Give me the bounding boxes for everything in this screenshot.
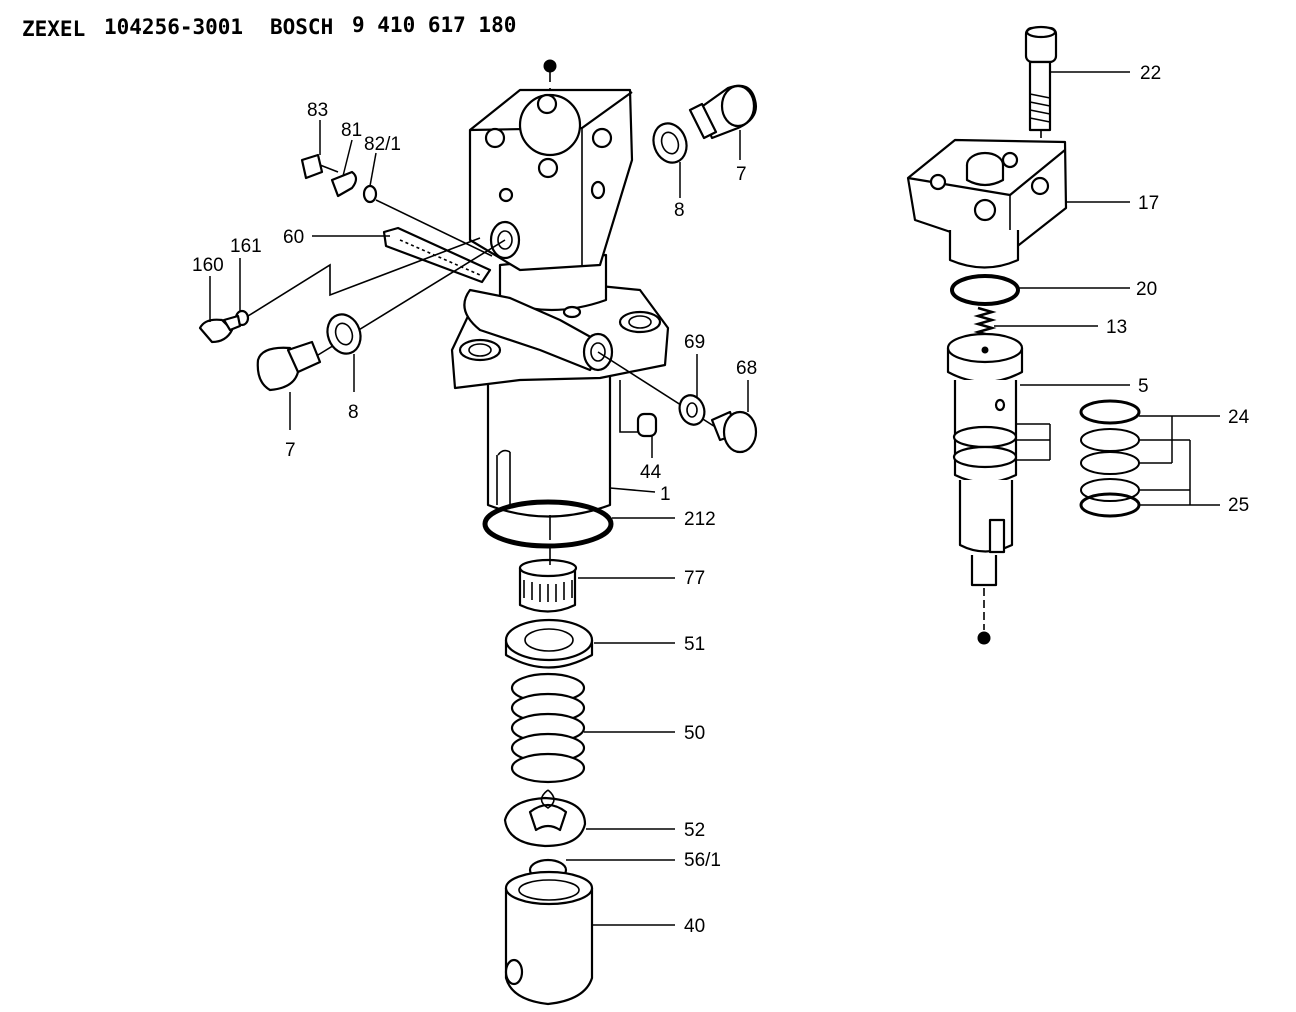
clip-81 xyxy=(330,170,358,198)
label-40: 40 xyxy=(684,916,705,937)
washer-82-1 xyxy=(362,184,378,204)
o-ring-20 xyxy=(950,274,1020,306)
seal-rings-24-25 xyxy=(1079,399,1141,518)
label-51: 51 xyxy=(684,634,705,655)
leader-lines xyxy=(209,71,1220,926)
label-81: 81 xyxy=(341,120,362,141)
label-52: 52 xyxy=(684,820,705,841)
plug-7-top xyxy=(688,84,757,140)
label-13: 13 xyxy=(1106,317,1127,338)
spring-50 xyxy=(510,672,586,784)
label-7-left: 7 xyxy=(285,440,296,461)
header-bosch-number: 9 410 617 180 xyxy=(352,13,516,37)
label-160: 160 xyxy=(192,255,224,276)
label-7-top: 7 xyxy=(736,164,747,185)
reference-dot-top xyxy=(543,59,557,73)
washer-8-top xyxy=(652,122,688,164)
screw-44 xyxy=(619,380,658,438)
label-8-top: 8 xyxy=(674,200,685,221)
label-24: 24 xyxy=(1228,407,1250,428)
tappet-40 xyxy=(504,870,594,1006)
label-5: 5 xyxy=(1138,376,1149,397)
label-56-1: 56/1 xyxy=(684,850,721,871)
spring-seat-52 xyxy=(503,789,587,848)
label-25: 25 xyxy=(1228,495,1249,516)
label-20: 20 xyxy=(1136,279,1157,300)
label-44: 44 xyxy=(640,462,662,483)
label-82-1: 82/1 xyxy=(364,134,401,155)
bolt-22 xyxy=(1024,25,1058,182)
label-60: 60 xyxy=(283,227,304,248)
header-bosch-label: BOSCH xyxy=(270,15,333,39)
plug-160 xyxy=(198,314,242,344)
header-zexel-number: 104256-3001 xyxy=(104,15,243,39)
label-22: 22 xyxy=(1140,63,1161,84)
plug-68 xyxy=(710,410,758,454)
label-77: 77 xyxy=(684,568,705,589)
control-sleeve-77 xyxy=(518,558,578,613)
label-50: 50 xyxy=(684,723,705,744)
label-1: 1 xyxy=(660,484,671,505)
label-68: 68 xyxy=(736,358,757,379)
washer-8-left xyxy=(326,313,362,355)
header-zexel-label: ZEXEL xyxy=(22,17,85,41)
part-labels: 83 81 82/1 7 8 60 161 160 8 7 69 68 44 1… xyxy=(192,63,1250,937)
delivery-valve-holder-17 xyxy=(906,138,1068,269)
label-212: 212 xyxy=(684,509,716,530)
spring-seat-51 xyxy=(504,618,594,669)
o-ring-212 xyxy=(482,499,614,549)
plunger-barrel-5 xyxy=(946,332,1024,630)
bolt-83 xyxy=(300,153,339,180)
label-83: 83 xyxy=(307,100,328,121)
label-8-left: 8 xyxy=(348,402,359,423)
label-161: 161 xyxy=(230,236,262,257)
label-69: 69 xyxy=(684,332,705,353)
label-17: 17 xyxy=(1138,193,1159,214)
washer-69 xyxy=(678,394,706,426)
pump-housing xyxy=(450,88,670,540)
reference-dot-bottom xyxy=(977,631,991,645)
